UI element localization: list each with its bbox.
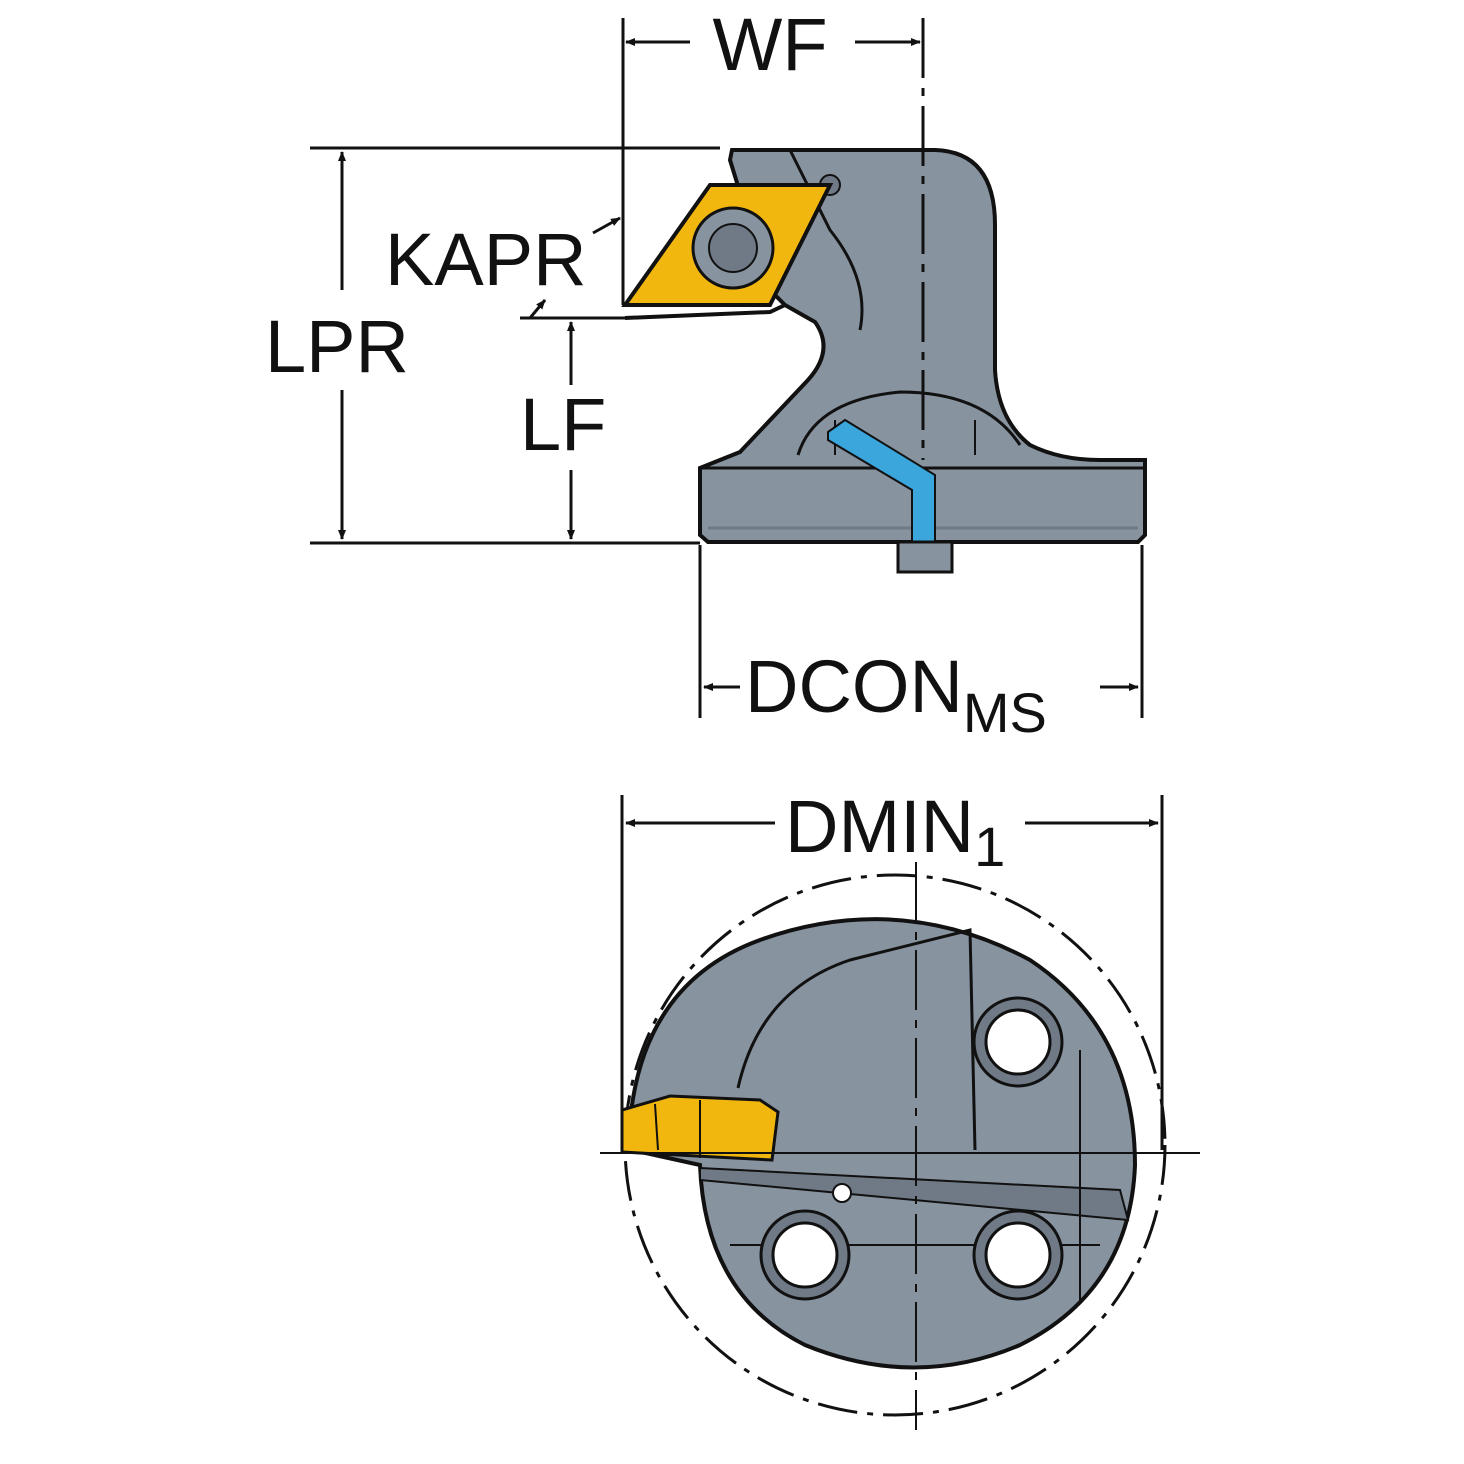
dmin-label: DMIN1	[785, 785, 1005, 878]
tool-body	[698, 148, 1147, 544]
insert-shim-line	[624, 303, 786, 320]
kapr-label: KAPR	[385, 218, 587, 301]
dcon-subscript: MS	[963, 681, 1047, 744]
coolant-plug	[896, 540, 954, 574]
dmin-subscript: 1	[974, 815, 1005, 878]
end-body-slot	[699, 1166, 1130, 1222]
torx-screw-icon	[708, 223, 758, 273]
bolt-hole-left-inner	[771, 1221, 839, 1289]
side-view	[621, 148, 1147, 574]
kapr-arrow-top	[592, 216, 621, 235]
kapr-arrow-bottom	[528, 299, 547, 319]
end-dimensions	[620, 795, 1164, 1150]
end-insert-facets	[654, 1100, 701, 1158]
arch	[796, 390, 1022, 456]
end-body-upper-detail	[736, 928, 977, 1151]
lf-label: LF	[520, 383, 606, 466]
wf-label: WF	[712, 3, 827, 86]
bolt-hole-top-inner	[984, 1008, 1052, 1076]
dmin-main-text: DMIN	[785, 785, 974, 868]
dcon-label: DCONMS	[745, 645, 1047, 744]
bolt-hole-right-inner	[984, 1221, 1052, 1289]
side-dimensions	[310, 18, 1144, 718]
end-pin-hole	[832, 1183, 852, 1203]
shoulder-detail	[788, 149, 864, 331]
lpr-label: LPR	[265, 305, 409, 388]
dcon-main-text: DCON	[745, 645, 963, 728]
end-view	[600, 862, 1200, 1430]
